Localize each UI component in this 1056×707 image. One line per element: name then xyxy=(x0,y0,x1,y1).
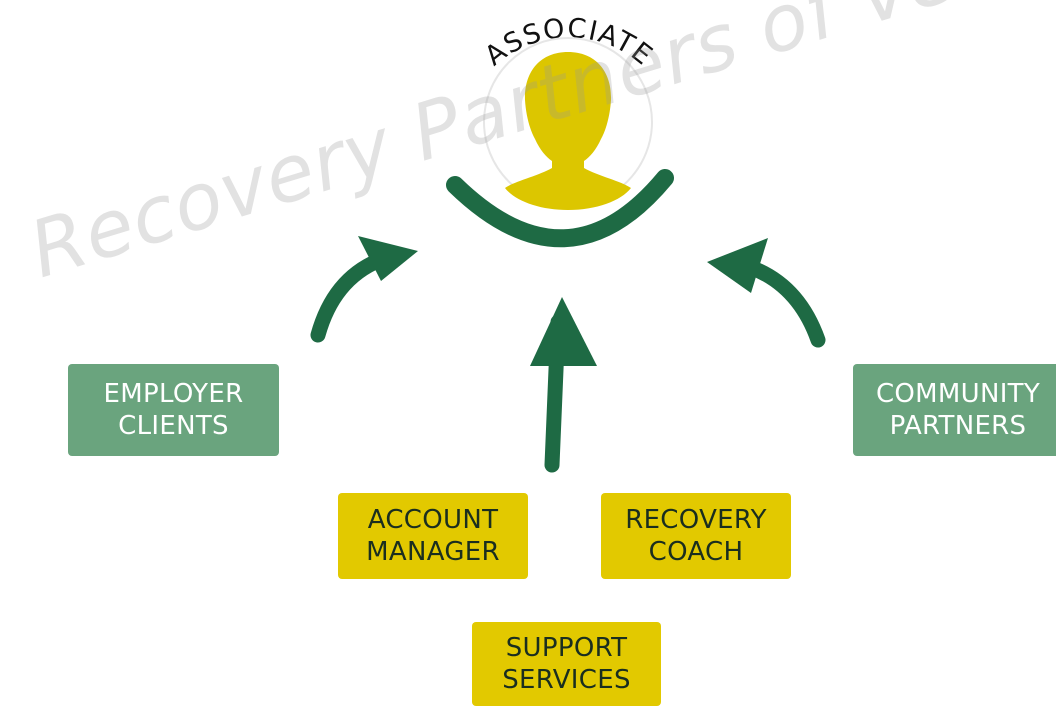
account-manager-line-2: MANAGER xyxy=(366,537,500,567)
left-arrow xyxy=(310,236,418,343)
recovery-coach-line-1: RECOVERY xyxy=(625,505,767,535)
account-manager-line-1: ACCOUNT xyxy=(367,505,499,535)
associate-person-icon xyxy=(505,52,631,210)
employer-clients-line-1: EMPLOYER xyxy=(103,379,244,409)
employer-clients-line-2: CLIENTS xyxy=(118,411,229,441)
community-partners-line-1: COMMUNITY xyxy=(875,379,1041,409)
support-services-box: SUPPORT SERVICES xyxy=(472,622,661,706)
support-services-line-1: SUPPORT xyxy=(505,633,628,663)
account-manager-box: ACCOUNT MANAGER xyxy=(338,493,528,579)
recovery-coach-box: RECOVERY COACH xyxy=(601,493,791,579)
recovery-coach-line-2: COACH xyxy=(648,537,744,567)
support-services-line-2: SERVICES xyxy=(502,665,631,695)
center-arrow xyxy=(530,297,597,473)
community-partners-box: COMMUNITY PARTNERS xyxy=(853,364,1056,456)
community-partners-line-2: PARTNERS xyxy=(889,411,1027,441)
right-arrow xyxy=(707,238,826,348)
employer-clients-box: EMPLOYER CLIENTS xyxy=(68,364,279,456)
associate-smile-arc xyxy=(446,169,674,248)
